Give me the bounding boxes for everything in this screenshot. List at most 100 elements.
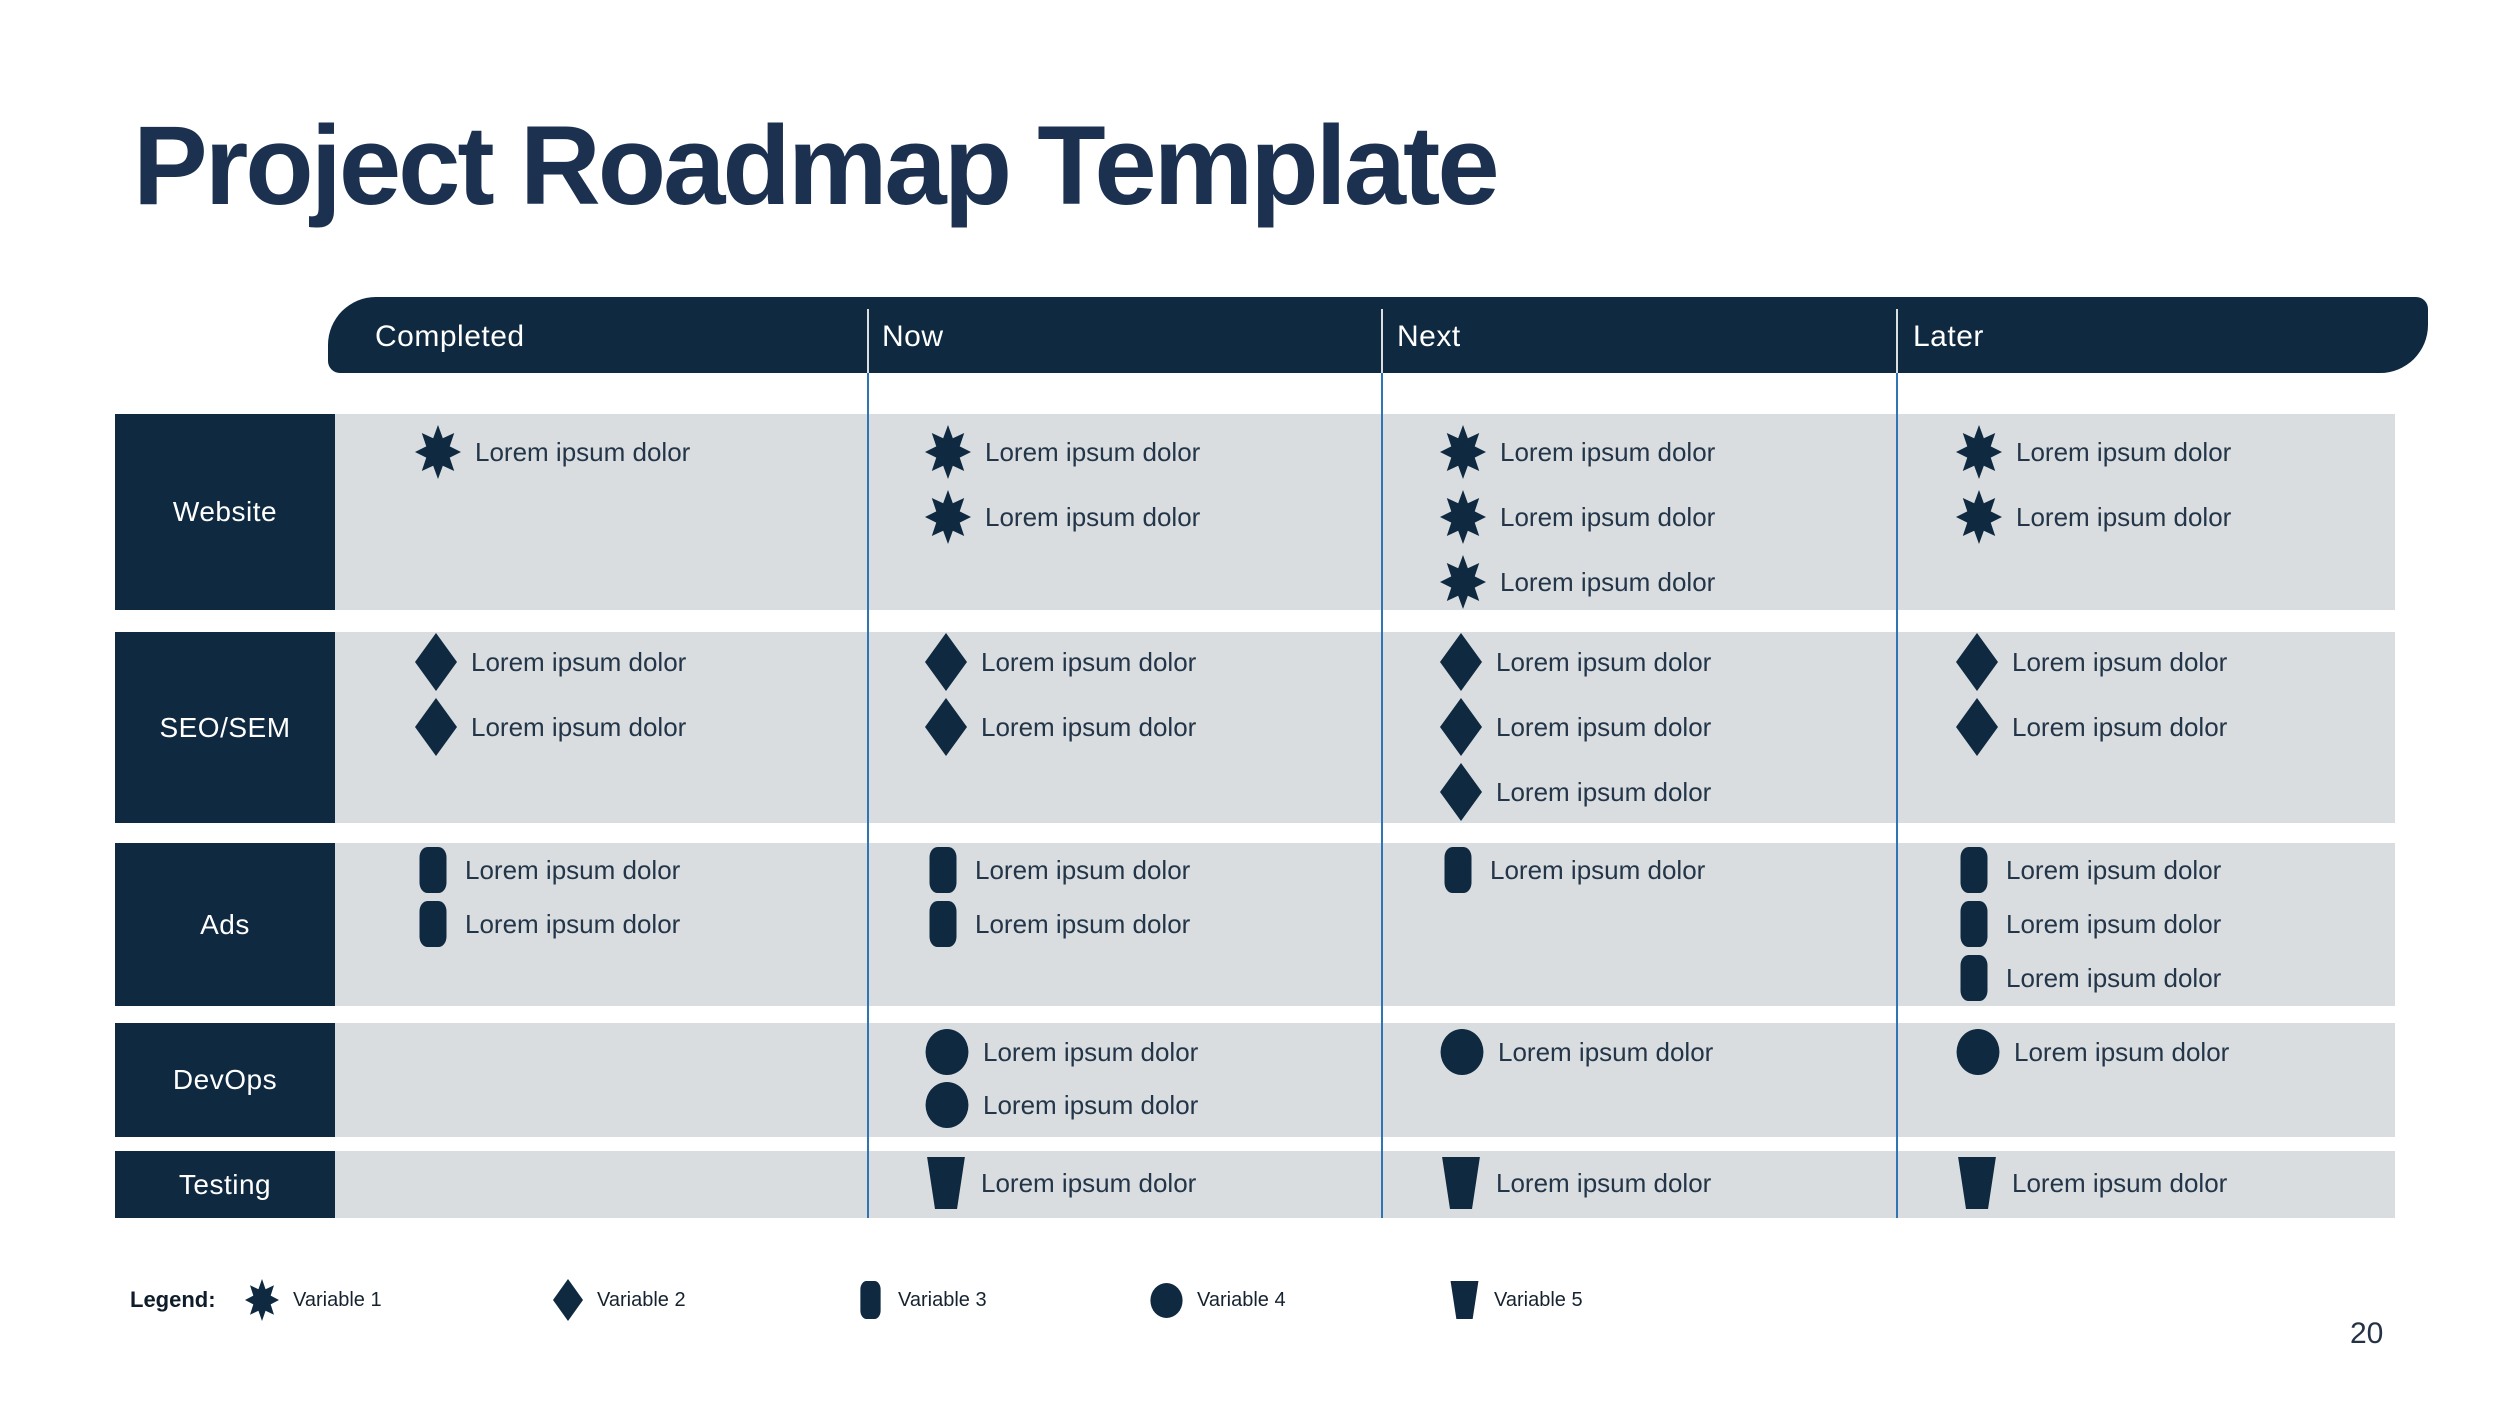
diamond-icon: [1440, 763, 1482, 821]
page-number: 20: [2350, 1317, 2384, 1350]
star-8-icon: [925, 490, 971, 544]
rounded-square-icon: [925, 901, 961, 947]
roadmap-item: Lorem ipsum dolor: [1956, 698, 2386, 756]
item-text: Lorem ipsum dolor: [2016, 501, 2232, 532]
roadmap-item: Lorem ipsum dolor: [1956, 1028, 2386, 1076]
item-text: Lorem ipsum dolor: [975, 854, 1191, 885]
row-label-text: Testing: [178, 1168, 272, 1200]
column-divider-line: [1896, 373, 1898, 1218]
circle-icon: [925, 1029, 969, 1075]
row-background-website: [335, 414, 2395, 610]
item-text: Lorem ipsum dolor: [983, 1089, 1199, 1120]
row-label-text: Website: [172, 496, 278, 527]
row-background-ads: [335, 843, 2395, 1006]
legend-item-3: Variable 3: [857, 1277, 987, 1323]
roadmap-item: Lorem ipsum dolor: [1440, 424, 1870, 480]
rounded-square-icon: [925, 847, 961, 893]
legend-label: Legend:: [130, 1287, 216, 1312]
star-8-icon: [1956, 425, 2002, 479]
roadmap-item: Lorem ipsum dolor: [415, 698, 845, 756]
cell-ads-next: Lorem ipsum dolor: [1440, 843, 1870, 1006]
row-label-text: DevOps: [172, 1064, 278, 1095]
row-label-devops: DevOps: [115, 1023, 335, 1137]
legend-item-1: Variable 1: [245, 1277, 382, 1323]
item-text: Lorem ipsum dolor: [2012, 711, 2228, 742]
cell-testing-next: Lorem ipsum dolor: [1440, 1151, 1870, 1218]
roadmap-item: Lorem ipsum dolor: [1956, 1157, 2386, 1209]
trapezoid-icon: [1440, 1157, 1482, 1209]
item-text: Lorem ipsum dolor: [2006, 854, 2222, 885]
legend-item-label: Variable 5: [1494, 1288, 1583, 1311]
item-text: Lorem ipsum dolor: [2012, 1167, 2228, 1198]
column-header-later: Later: [1913, 320, 1984, 353]
row-label-seosem: SEO/SEM: [115, 632, 335, 823]
legend-item-4: Variable 4: [1150, 1277, 1286, 1323]
cell-testing-now: Lorem ipsum dolor: [925, 1151, 1355, 1218]
item-text: Lorem ipsum dolor: [1490, 854, 1706, 885]
item-text: Lorem ipsum dolor: [981, 1167, 1197, 1198]
legend-item-label: Variable 3: [898, 1288, 987, 1311]
roadmap-item: Lorem ipsum dolor: [415, 900, 845, 948]
legend-item-label: Variable 4: [1197, 1288, 1286, 1311]
item-text: Lorem ipsum dolor: [1496, 711, 1712, 742]
trapezoid-icon: [1956, 1157, 1998, 1209]
star-8-icon: [1440, 425, 1486, 479]
cell-website-completed: Lorem ipsum dolor: [415, 414, 845, 610]
star-8-icon: [245, 1279, 279, 1321]
circle-icon: [1440, 1029, 1484, 1075]
slide-title: Project Roadmap Template: [133, 103, 1500, 228]
item-text: Lorem ipsum dolor: [985, 436, 1201, 467]
diamond-icon: [925, 633, 967, 691]
row-label-testing: Testing: [115, 1151, 335, 1218]
diamond-icon: [925, 698, 967, 756]
roadmap-item: Lorem ipsum dolor: [415, 846, 845, 894]
cell-devops-later: Lorem ipsum dolor: [1956, 1023, 2386, 1137]
star-8-icon: [415, 425, 461, 479]
rounded-square-icon: [1956, 847, 1992, 893]
star-8-icon: [925, 425, 971, 479]
roadmap-item: Lorem ipsum dolor: [925, 846, 1355, 894]
item-text: Lorem ipsum dolor: [471, 646, 687, 677]
diamond-icon: [1440, 633, 1482, 691]
column-header-completed: Completed: [375, 320, 525, 353]
roadmap-item: Lorem ipsum dolor: [925, 1028, 1355, 1076]
item-text: Lorem ipsum dolor: [981, 711, 1197, 742]
circle-icon: [1150, 1282, 1183, 1318]
item-text: Lorem ipsum dolor: [471, 711, 687, 742]
roadmap-item: Lorem ipsum dolor: [1956, 900, 2386, 948]
roadmap-item: Lorem ipsum dolor: [1440, 1157, 1870, 1209]
item-text: Lorem ipsum dolor: [2014, 1036, 2230, 1067]
item-text: Lorem ipsum dolor: [1496, 776, 1712, 807]
circle-icon: [1956, 1029, 2000, 1075]
row-background-seosem: [335, 632, 2395, 823]
diamond-icon: [1956, 633, 1998, 691]
item-text: Lorem ipsum dolor: [985, 501, 1201, 532]
roadmap-item: Lorem ipsum dolor: [415, 424, 845, 480]
row-label-website: Website: [115, 414, 335, 610]
roadmap-item: Lorem ipsum dolor: [925, 1081, 1355, 1129]
row-label-text: SEO/SEM: [159, 711, 291, 743]
rounded-square-icon: [1956, 955, 1992, 1001]
item-text: Lorem ipsum dolor: [1500, 566, 1716, 597]
header-divider-line: [1896, 309, 1898, 373]
legend-item-label: Variable 2: [597, 1288, 686, 1311]
item-text: Lorem ipsum dolor: [975, 908, 1191, 939]
item-text: Lorem ipsum dolor: [465, 908, 681, 939]
item-text: Lorem ipsum dolor: [1500, 436, 1716, 467]
roadmap-item: Lorem ipsum dolor: [1440, 633, 1870, 691]
item-text: Lorem ipsum dolor: [2016, 436, 2232, 467]
row-background-devops: [335, 1023, 2395, 1137]
roadmap-item: Lorem ipsum dolor: [1956, 633, 2386, 691]
roadmap-item: Lorem ipsum dolor: [1440, 489, 1870, 545]
circle-icon: [925, 1082, 969, 1128]
header-divider-line: [1381, 309, 1383, 373]
